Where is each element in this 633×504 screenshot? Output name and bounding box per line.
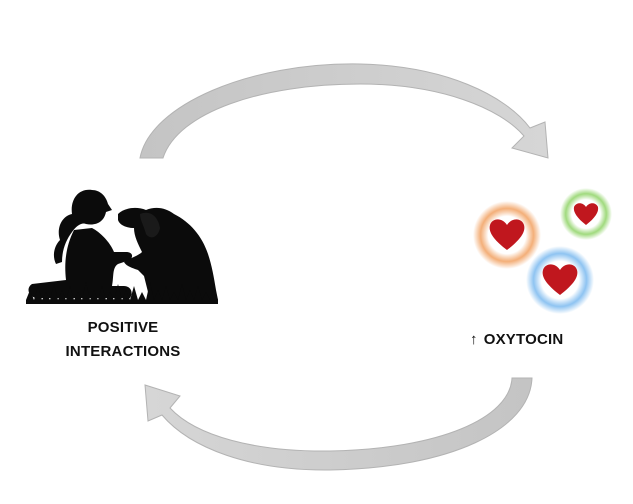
oxytocin-text: OXYTOCIN	[483, 331, 564, 348]
label-line-2: INTERACTIONS	[65, 343, 181, 360]
top-cycle-arrow	[139, 63, 549, 159]
bottom-cycle-arrow	[144, 377, 533, 471]
up-arrow-icon: ↑	[470, 331, 478, 348]
person-and-dog-silhouette-icon	[26, 189, 218, 304]
heart-icon	[542, 264, 578, 295]
green-halo-heart	[560, 188, 612, 240]
oxytocin-label: ↑ OXYTOCIN	[470, 328, 620, 352]
label-line-1: POSITIVE	[87, 319, 159, 336]
blue-halo-heart	[526, 246, 594, 314]
heart-icon	[489, 219, 525, 250]
heart-icon	[573, 203, 599, 225]
hearts-cluster-icon	[473, 188, 612, 314]
orange-halo-heart	[473, 201, 541, 269]
positive-interactions-label: POSITIVE INTERACTIONS	[38, 316, 208, 364]
